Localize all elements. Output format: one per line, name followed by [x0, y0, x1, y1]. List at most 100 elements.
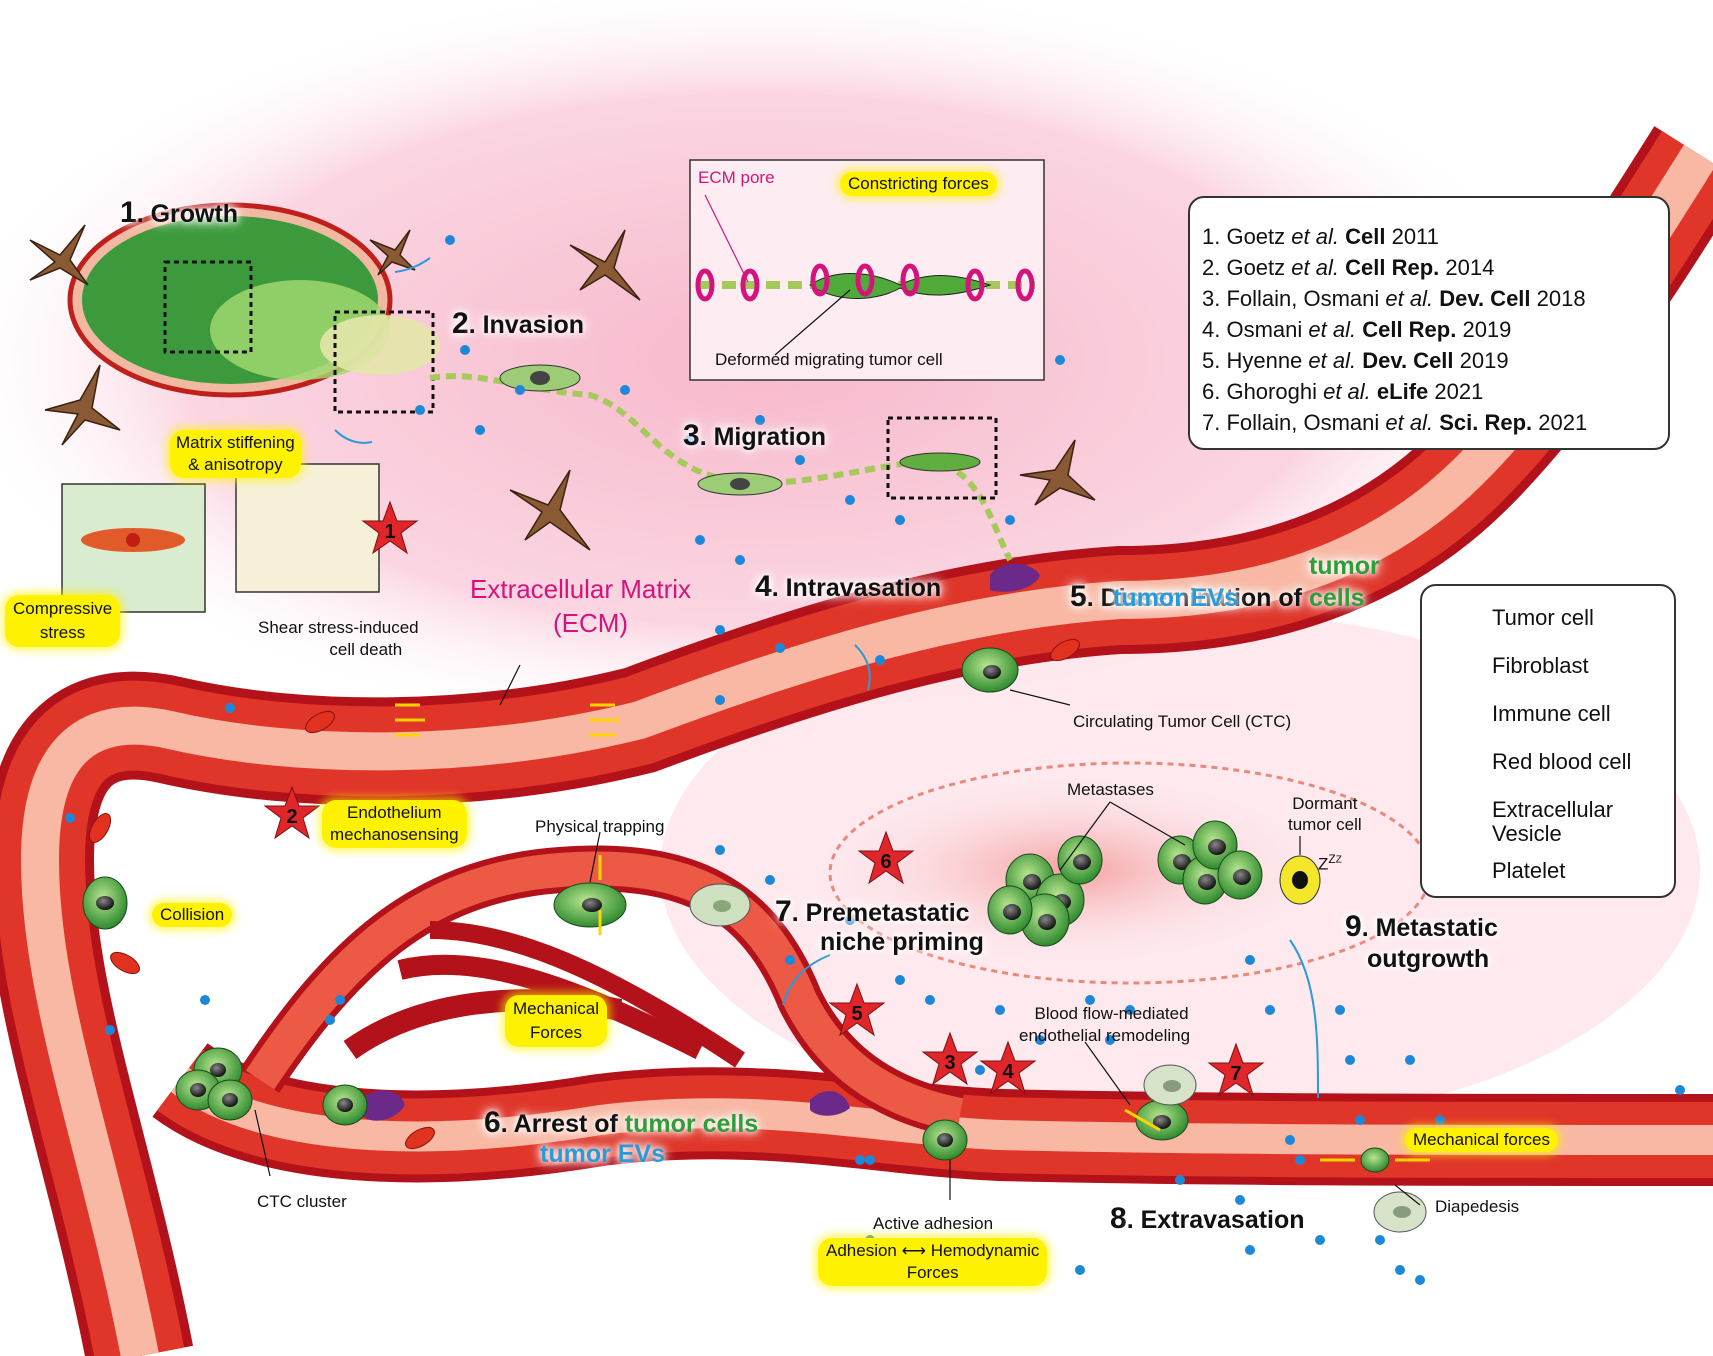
step-5-num: 5	[1070, 580, 1087, 613]
ref-2-pre: 2. Goetz	[1202, 255, 1292, 280]
ev-dot	[1335, 1005, 1345, 1015]
step-5-blue: tumor EVs	[1113, 584, 1239, 612]
compressive-line2: stress	[39, 623, 86, 642]
step-6-blue: tumor EVs	[540, 1140, 666, 1168]
ctc-label: Circulating Tumor Cell (CTC)	[1073, 712, 1292, 731]
step-8-text: . Extravasation	[1126, 1206, 1305, 1234]
fibroblasts	[29, 224, 1096, 551]
endothelium-label: Endothelium mechanosensing	[322, 800, 467, 848]
ev-dot	[65, 813, 75, 823]
references-box: 1. Goetz et al. Cell 2011 2. Goetz et al…	[1188, 196, 1670, 450]
step-7-line1: . Premetastatic	[791, 899, 970, 927]
metastases-label: Metastases	[1067, 780, 1154, 799]
step-7-line2-text: niche priming	[820, 928, 984, 956]
step-4-num: 4	[755, 570, 772, 603]
ev-dot	[1055, 355, 1065, 365]
ev-dot	[1395, 1265, 1405, 1275]
step-6-num: 6	[484, 1106, 501, 1139]
legend-fibroblast: Fibroblast	[1492, 653, 1589, 678]
ref-3-pre: 3. Follain, Osmani	[1202, 286, 1386, 311]
ev-dot	[845, 495, 855, 505]
matrix-stiffening-inset	[235, 463, 380, 593]
ref-6-year: 2021	[1428, 379, 1484, 404]
matrix-stiffening-line2: & anisotropy	[188, 455, 283, 474]
physical-trapping-label: Physical trapping	[535, 817, 665, 836]
svg-text:7: 7	[1230, 1063, 1241, 1085]
step-8-extravasation: 8. Extravasation	[1110, 1202, 1305, 1236]
blood-flow-label: Blood flow-mediated endothelial remodeli…	[1019, 1003, 1190, 1047]
ev-dot	[1085, 995, 1095, 1005]
star-4: 4	[979, 1040, 1037, 1095]
ref-1-pre: 1. Goetz	[1202, 224, 1292, 249]
ev-dot	[925, 995, 935, 1005]
deformed-cell-label: Deformed migrating tumor cell	[715, 350, 943, 369]
ev-dot	[325, 1015, 335, 1025]
star-5: 5	[828, 982, 886, 1037]
ev-dot	[715, 695, 725, 705]
matrix-stiffening-line1: Matrix stiffening	[176, 433, 295, 452]
legend-extracellular: Extracellular	[1492, 797, 1614, 822]
ev-dot	[1315, 1235, 1325, 1245]
ev-dot	[460, 345, 470, 355]
reference-5: 5. Hyenne et al. Dev. Cell 2019	[1202, 348, 1509, 374]
leader-lines	[254, 664, 1421, 1206]
ev-dot	[735, 555, 745, 565]
matrix-stiffening-label: Matrix stiffening & anisotropy	[170, 430, 301, 478]
ev-dot	[415, 405, 425, 415]
step-6-green: tumor cells	[624, 1110, 759, 1138]
blood-flow-line1: Blood flow-mediated	[1034, 1004, 1189, 1023]
ev-dot	[445, 235, 455, 245]
legend-red-blood-cell: Red blood cell	[1492, 749, 1632, 774]
ev-dot	[475, 425, 485, 435]
shear-stress-label: Shear stress-induced cell death	[258, 617, 419, 661]
step-3-text: . Migration	[699, 423, 827, 451]
ref-3-year: 2018	[1530, 286, 1586, 311]
tumor-cells	[82, 647, 1427, 1233]
ev-dot	[875, 655, 885, 665]
ref-3-it: et al.	[1385, 286, 1434, 311]
ev-dot	[685, 435, 695, 445]
reference-3: 3. Follain, Osmani et al. Dev. Cell 2018	[1202, 286, 1586, 312]
ref-7-it: et al.	[1385, 410, 1434, 435]
step-9-line1: . Metastatic	[1361, 914, 1498, 942]
active-adhesion-label: Active adhesion	[873, 1214, 994, 1233]
mechanical-line1: Mechanical	[513, 999, 599, 1018]
adhesion-hemodynamic-label: Adhesion ⟷ Hemodynamic Forces	[818, 1238, 1048, 1286]
ev-dot	[995, 1005, 1005, 1015]
step-6-line2: tumor EVs	[540, 1140, 665, 1169]
ev-dot	[1345, 1055, 1355, 1065]
ref-5-pre: 5. Hyenne	[1202, 348, 1309, 373]
step-5-text: . Dissemination of	[1086, 584, 1309, 612]
adhesion-text: Adhesion	[826, 1241, 897, 1260]
z2: Z	[1328, 852, 1336, 866]
step-9-line2: outgrowth	[1367, 945, 1489, 974]
step-5-line2: tumor EVs	[1113, 584, 1238, 613]
z3: Z	[1335, 854, 1342, 866]
ev-dot	[1355, 1115, 1365, 1125]
ref-2-journal: Cell Rep.	[1345, 255, 1440, 280]
endothelium-line2: mechanosensing	[330, 825, 459, 844]
tumor-zoom-box-1	[163, 260, 253, 354]
legend-platelet: Platelet	[1492, 858, 1566, 883]
ref-7-journal: Sci. Rep.	[1439, 410, 1533, 435]
migrating-cell-3	[899, 452, 981, 472]
ref-5-it: et al.	[1308, 348, 1357, 373]
step-9-num: 9	[1345, 910, 1362, 943]
ev-dot	[695, 535, 705, 545]
ev-dot	[1375, 1235, 1385, 1245]
svg-text:3: 3	[944, 1052, 955, 1074]
ev-dot	[895, 515, 905, 525]
step-3-num: 3	[683, 419, 700, 452]
ev-dot	[865, 1155, 875, 1165]
deformed-tumor-cell	[809, 272, 992, 299]
compressive-line1: Compressive	[13, 599, 113, 618]
ev-dot	[845, 915, 855, 925]
ev-dot	[105, 1025, 115, 1035]
ref-4-year: 2019	[1456, 317, 1512, 342]
step-2-num: 2	[452, 307, 469, 340]
ref-3-journal: Dev. Cell	[1439, 286, 1531, 311]
ref-2-it: et al.	[1291, 255, 1339, 280]
ev-dot	[200, 995, 210, 1005]
ev-dot	[335, 995, 345, 1005]
ev-dot	[1035, 1035, 1045, 1045]
